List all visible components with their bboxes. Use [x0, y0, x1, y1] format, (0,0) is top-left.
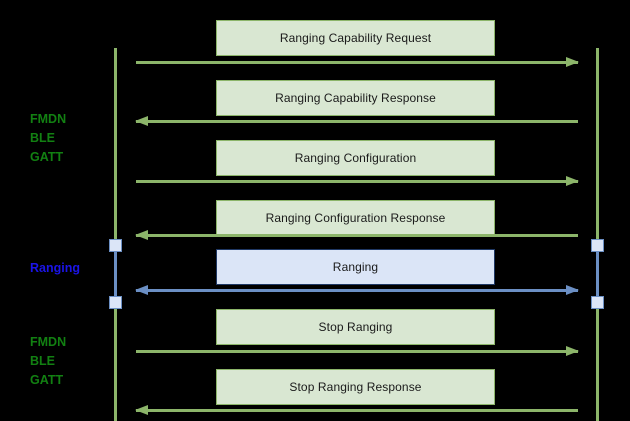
phase-label-line: FMDN: [30, 335, 67, 349]
arrow-shaft: [136, 289, 578, 292]
message-box-ranging-capability-request: Ranging Capability Request: [216, 20, 495, 56]
message-arrow-stop-ranging-response: [135, 405, 578, 416]
arrow-shaft: [136, 409, 578, 412]
message-arrow-stop-ranging: [136, 346, 579, 357]
left-lifeline-upper: [114, 48, 117, 247]
message-box-stop-ranging: Stop Ranging: [216, 309, 495, 345]
activation-bar-left: [114, 245, 117, 303]
arrow-shaft: [136, 234, 578, 237]
message-arrow-ranging-capability-request: [136, 57, 579, 68]
arrow-head-left-icon: [135, 116, 148, 126]
phase-label-fmdn-ble-gatt-bottom: FMDN BLE GATT: [30, 333, 110, 390]
activation-bar-right: [596, 245, 599, 303]
left-lifeline-lower: [114, 300, 117, 421]
phase-label-line: BLE: [30, 354, 55, 368]
phase-label-ranging: Ranging: [30, 259, 110, 278]
message-arrow-ranging-configuration: [136, 176, 579, 187]
right-lifeline-upper: [596, 48, 599, 247]
arrow-shaft: [136, 120, 578, 123]
arrow-head-left-icon: [135, 230, 148, 240]
activation-end-marker-left: [109, 296, 122, 309]
activation-start-marker-left: [109, 239, 122, 252]
arrow-head-left-icon: [135, 405, 148, 415]
arrow-shaft: [136, 180, 578, 183]
activation-start-marker-right: [591, 239, 604, 252]
message-box-ranging-configuration-response: Ranging Configuration Response: [216, 200, 495, 236]
activation-end-marker-right: [591, 296, 604, 309]
message-arrow-ranging-configuration-response: [135, 230, 578, 241]
arrow-shaft: [136, 61, 578, 64]
phase-label-line: BLE: [30, 131, 55, 145]
arrow-head-left-icon: [135, 285, 148, 295]
right-lifeline-lower: [596, 300, 599, 421]
arrow-head-right-icon: [566, 346, 579, 356]
phase-label-line: FMDN: [30, 112, 67, 126]
phase-label-fmdn-ble-gatt-top: FMDN BLE GATT: [30, 110, 110, 167]
message-box-stop-ranging-response: Stop Ranging Response: [216, 369, 495, 405]
phase-label-line: Ranging: [30, 261, 80, 275]
arrow-shaft: [136, 350, 578, 353]
phase-label-line: GATT: [30, 373, 64, 387]
message-arrow-ranging-capability-response: [135, 116, 578, 127]
message-arrow-ranging-bidirectional: [135, 285, 579, 296]
phase-label-line: GATT: [30, 150, 64, 164]
message-box-ranging-capability-response: Ranging Capability Response: [216, 80, 495, 116]
message-box-ranging: Ranging: [216, 249, 495, 285]
message-box-ranging-configuration: Ranging Configuration: [216, 140, 495, 176]
arrow-head-right-icon: [566, 285, 579, 295]
arrow-head-right-icon: [566, 57, 579, 67]
arrow-head-right-icon: [566, 176, 579, 186]
